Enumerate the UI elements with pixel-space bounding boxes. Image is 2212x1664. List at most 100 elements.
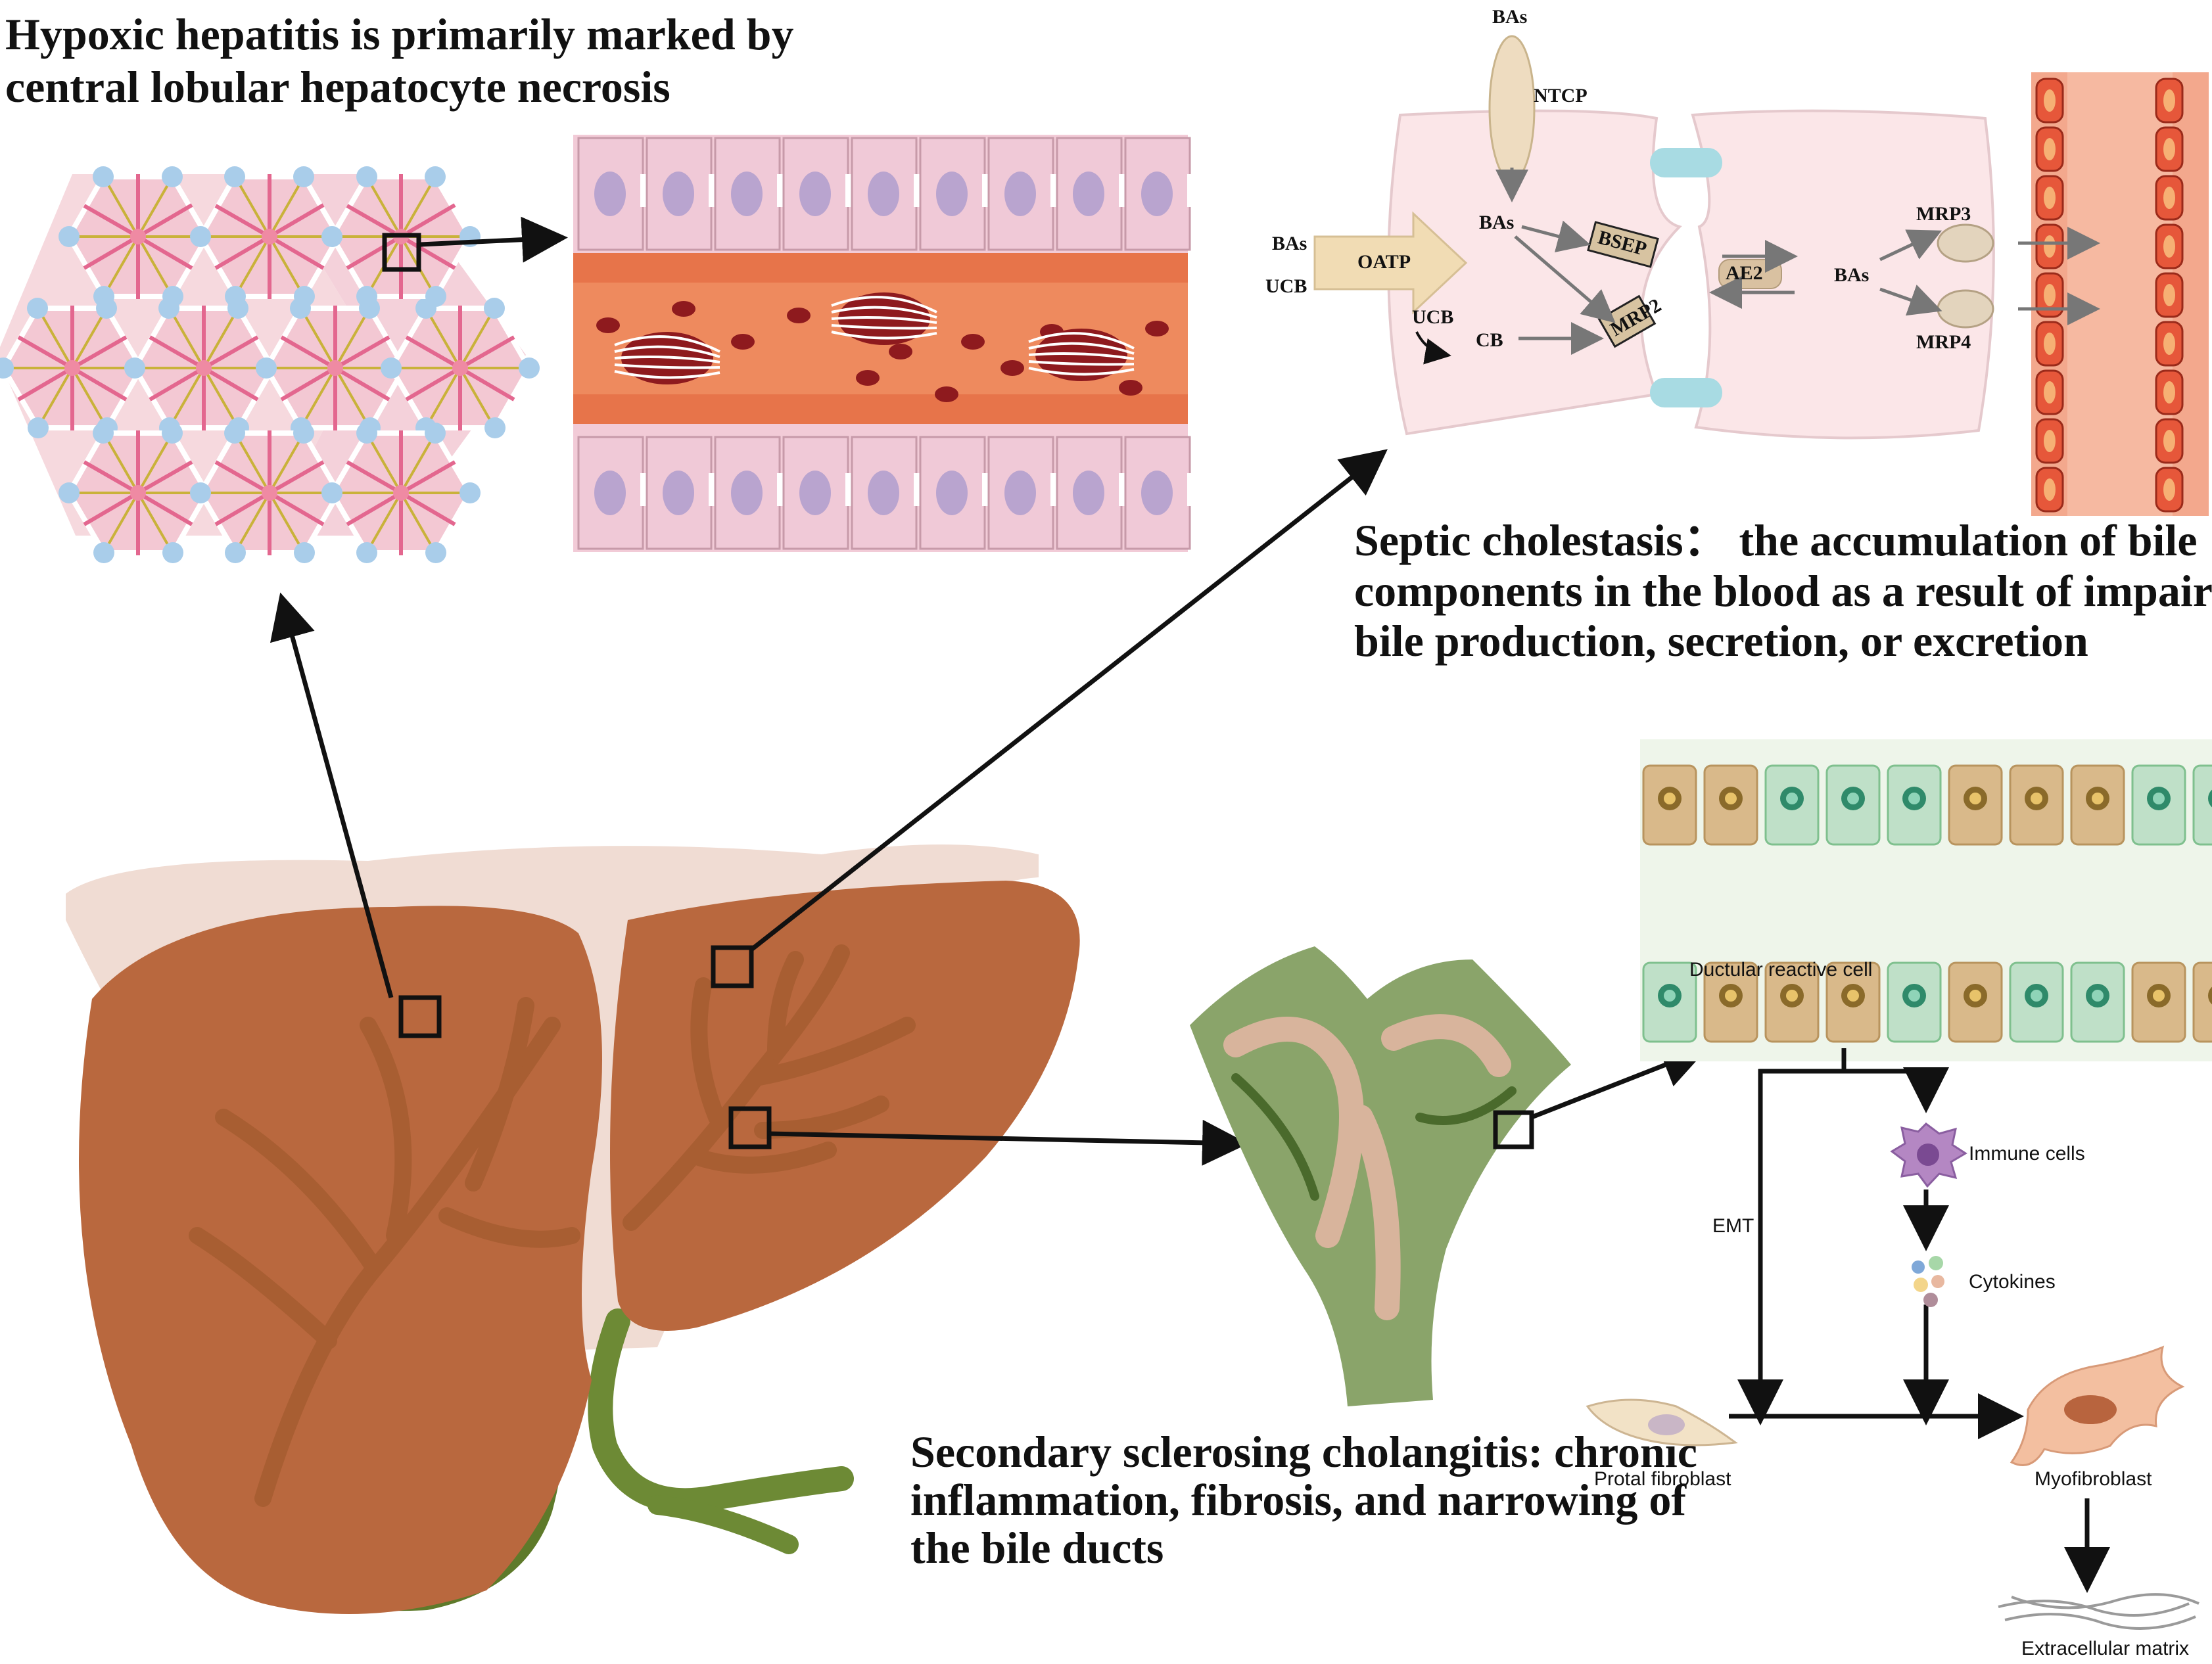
sinusoid-line [346, 235, 402, 270]
portal-line [459, 367, 494, 426]
hepatocyte-transport-panel: BAs NTCP BAs UCB OATP BAs BSEP UCB CB MR… [1265, 6, 2209, 516]
central-vein [262, 229, 277, 244]
endothelial-nucleus [2163, 89, 2175, 112]
label-bas-right: BAs [1834, 264, 1869, 286]
sinusoid-line [149, 366, 205, 402]
sinusoid-line [214, 235, 271, 270]
hepatocyte-nucleus [799, 471, 831, 515]
lobule-to-sinusoid-arrow [420, 216, 568, 263]
mrp2-transporter [1597, 294, 1657, 348]
red-blood-cell [1000, 360, 1024, 376]
mrp3-transporter [1937, 223, 1994, 263]
hepatocyte-nucleus [1141, 172, 1173, 216]
sinusoid-line [400, 491, 456, 526]
ductular-nucleus [2208, 986, 2212, 1005]
ductular-nucleolus [1908, 990, 1920, 1002]
sinusoid-line [459, 366, 515, 402]
portal-fibroblast-icon [1586, 1398, 1738, 1446]
sinusoid-line [268, 235, 325, 270]
endothelial-nucleus [2044, 381, 2056, 404]
sinusoid-line [268, 491, 325, 526]
fibrin-strand [614, 363, 720, 369]
common-bile-duct [588, 1308, 854, 1514]
liver-zoom-box-septic [711, 945, 754, 988]
label-bas-inner: BAs [1479, 212, 1514, 233]
hepatocyte-nucleus [799, 172, 831, 216]
arrow-to-hypoxic [270, 592, 394, 998]
endothelial-nucleus [2163, 381, 2175, 404]
ductular-nucleolus [2092, 793, 2104, 804]
liver-left-lobe [610, 881, 1080, 1331]
liver-lobule-mosaic [0, 166, 540, 563]
ductular-reaction-panel [1640, 739, 2212, 1061]
portal-line [426, 367, 461, 426]
ductular-nucleolus [1664, 990, 1676, 1002]
duct-zoom-box [1493, 1110, 1534, 1149]
portal-triad [224, 166, 245, 187]
red-blood-cell [889, 344, 912, 359]
fibrin-strand [614, 356, 720, 363]
portal-line [104, 435, 139, 494]
portal-line [235, 179, 271, 237]
mrp4-transporter [1937, 289, 1994, 329]
portal-line [268, 435, 304, 494]
portal-line [235, 435, 271, 494]
sinusoid-line [83, 460, 139, 495]
lobule-zoom-box [382, 233, 421, 272]
red-blood-cell [787, 308, 811, 323]
portal-triad [59, 226, 80, 247]
arrow-to-ssc [768, 1119, 1248, 1166]
septic-title-line3: bile production, secretion, or excretion [1354, 616, 2088, 666]
sinusoid-line [202, 335, 259, 370]
liver-illustration [66, 844, 1080, 1614]
ssc-title-line1: Secondary sclerosing cholangitis: chroni… [910, 1427, 1697, 1477]
sinusoid-line [400, 460, 456, 495]
endothelial-nucleus [2044, 478, 2056, 501]
portal-triad [356, 166, 377, 187]
endothelial-nucleus [2044, 430, 2056, 452]
label-ntcp: NTCP [1534, 85, 1588, 106]
central-vein [262, 485, 277, 501]
portal-line [268, 492, 304, 551]
bile-duct-illustration [1190, 946, 1571, 1406]
portal-line [38, 310, 74, 369]
portal-line [400, 435, 435, 494]
portal-line [137, 492, 172, 551]
endothelial-nucleus [2044, 333, 2056, 355]
ductular-nucleolus [1786, 990, 1798, 1002]
portal-triad [484, 298, 505, 319]
sinusoid-line [137, 235, 193, 270]
hepatocyte-nucleus [594, 471, 626, 515]
fibrin-strand [831, 306, 937, 319]
portal-triad [294, 542, 315, 563]
sinusoid-line [268, 203, 325, 239]
endothelial-nucleus [2044, 284, 2056, 306]
portal-line [301, 367, 337, 426]
endothelial-nucleus [2163, 187, 2175, 209]
portal-line [202, 367, 238, 426]
portal-triad [190, 226, 211, 247]
portal-line [202, 310, 238, 369]
hepatocyte-nucleus [1073, 172, 1104, 216]
portal-triad [484, 417, 506, 438]
label-ucb-left: UCB [1265, 275, 1307, 297]
hepatocyte-nucleus [663, 172, 694, 216]
sinusoid-line [214, 491, 271, 526]
portal-line [334, 367, 369, 426]
ssc-title-line3: the bile ducts [910, 1523, 1164, 1573]
red-blood-cell [1119, 380, 1142, 396]
sinusoid-line [71, 335, 128, 370]
hepatocyte [714, 436, 781, 550]
sinusoid-line [83, 491, 139, 526]
ntcp-transporter [1488, 35, 1536, 182]
sinusoid-line [346, 204, 402, 239]
fibrin-strand [1028, 342, 1135, 355]
label-cb: CB [1476, 329, 1503, 351]
hepatocyte-nucleus [1141, 471, 1173, 515]
sinusoid-line [280, 366, 337, 402]
portal-triad [0, 358, 14, 379]
ductular-nucleolus [1847, 990, 1859, 1002]
portal-line [137, 435, 172, 494]
sinusoid-line [405, 366, 461, 402]
